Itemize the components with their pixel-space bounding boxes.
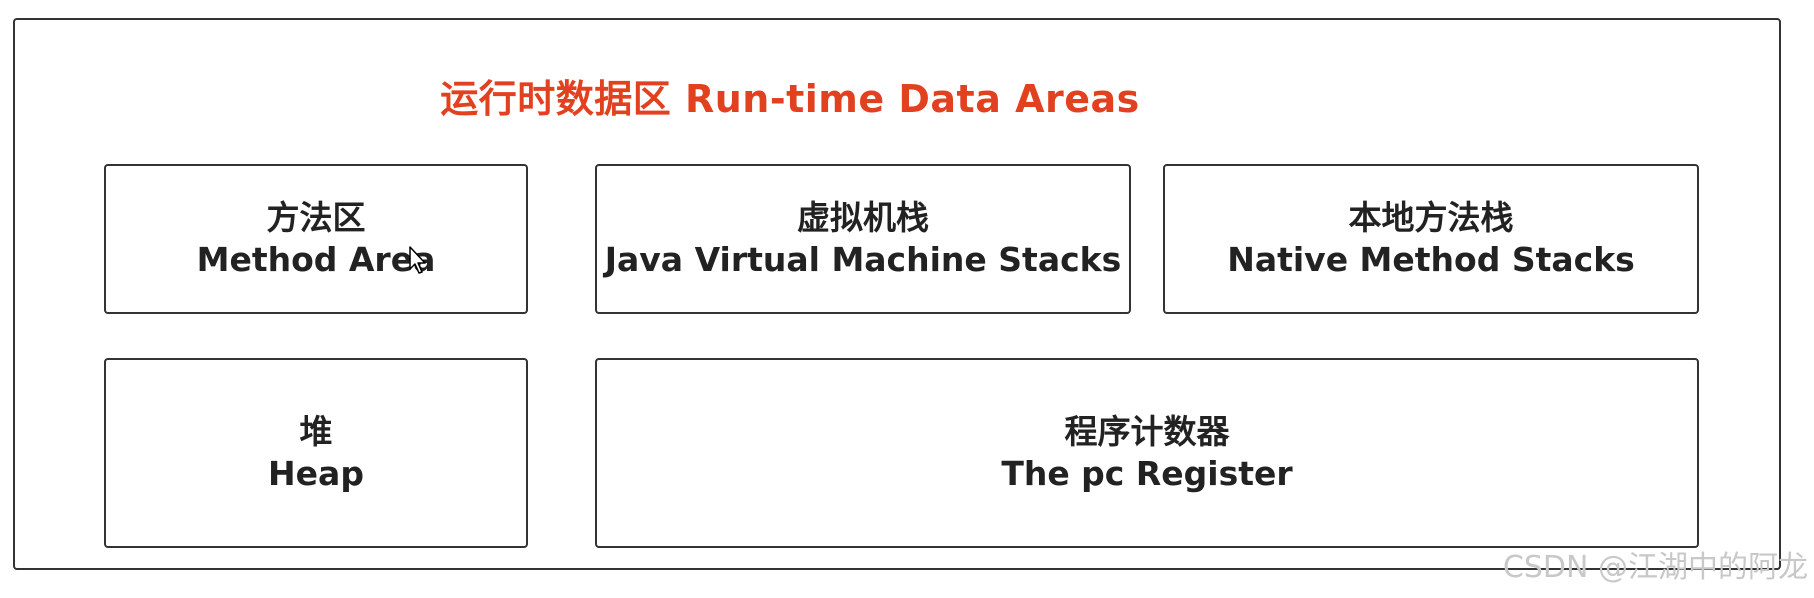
pc-register-zh-label: 程序计数器: [1064, 412, 1230, 451]
heap-zh-label: 堆: [299, 412, 333, 451]
pc-register-box: 程序计数器 The pc Register: [595, 358, 1699, 548]
jvm-stacks-zh-label: 虚拟机栈: [797, 198, 929, 237]
native-method-stacks-en-label: Native Method Stacks: [1227, 240, 1635, 279]
native-method-stacks-box: 本地方法栈 Native Method Stacks: [1163, 164, 1699, 314]
jvm-stacks-box: 虚拟机栈 Java Virtual Machine Stacks: [595, 164, 1131, 314]
method-area-en-label: Method Area: [196, 240, 436, 279]
method-area-zh-label: 方法区: [266, 198, 366, 237]
runtime-data-areas-container: 运行时数据区 Run-time Data Areas 方法区 Method Ar…: [13, 18, 1781, 570]
heap-en-label: Heap: [268, 454, 364, 493]
heap-box: 堆 Heap: [104, 358, 528, 548]
csdn-watermark: CSDN @江湖中的阿龙: [1502, 550, 1808, 585]
jvm-stacks-en-label: Java Virtual Machine Stacks: [604, 240, 1122, 279]
pc-register-en-label: The pc Register: [1001, 454, 1293, 493]
mouse-pointer-icon: [409, 246, 426, 274]
method-area-box: 方法区 Method Area: [104, 164, 528, 314]
diagram-title: 运行时数据区 Run-time Data Areas: [440, 77, 1140, 121]
native-method-stacks-zh-label: 本地方法栈: [1348, 198, 1514, 237]
